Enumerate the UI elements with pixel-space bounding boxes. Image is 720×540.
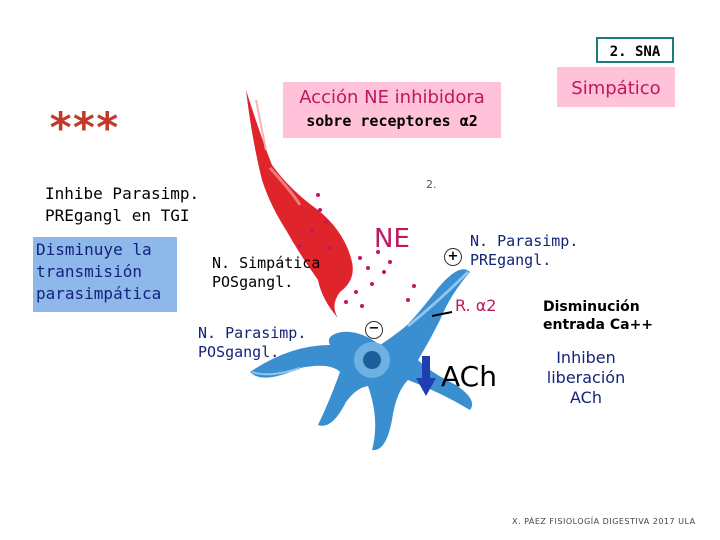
plus-symbol: + — [444, 248, 462, 266]
action-subtitle: sobre receptores α2 — [306, 112, 478, 130]
transmission-line-1: Disminuye la — [36, 240, 152, 259]
label-parasympathetic-preganglionic: N. Parasimp. PREgangl. — [470, 232, 578, 270]
inhibe-line-2: PREgangl en TGI — [45, 206, 190, 225]
calcium-decrease-text: Disminución entrada Ca++ — [543, 298, 653, 334]
ach-label: ACh — [441, 360, 497, 393]
action-title: Acción NE inhibidora — [299, 87, 485, 108]
transmission-line-2: transmisión — [36, 262, 142, 281]
label-para-pos-line-1: N. Parasimp. — [198, 324, 307, 342]
calcium-line-1: Disminución — [543, 299, 640, 315]
inhibe-text: Inhibe Parasimp. PREgangl en TGI — [45, 183, 199, 227]
label-simp-line-1: N. Simpática — [212, 254, 321, 272]
sympathetic-neuron — [246, 90, 353, 318]
label-para-pos-line-2: POSgangl. — [198, 343, 280, 361]
inhibit-release-text: Inhiben liberación ACh — [540, 348, 632, 408]
sympathetic-box: Simpático — [556, 66, 676, 108]
label-sympathetic-postganglionic: N. Simpática POSgangl. — [212, 254, 320, 292]
label-parasympathetic-postganglionic: N. Parasimp. POSgangl. — [198, 324, 306, 362]
ne-label: NE — [374, 224, 410, 254]
footer-credit: X. PÁEZ FISIOLOGÍA DIGESTIVA 2017 ULA — [512, 517, 696, 526]
label-para-pre-line-1: N. Parasimp. — [470, 232, 579, 250]
ne-vesicles — [298, 193, 392, 308]
inhibit-line-2: liberación — [546, 368, 626, 387]
calcium-line-2: entrada Ca++ — [543, 317, 654, 333]
label-para-pre-line-2: PREgangl. — [470, 251, 552, 269]
action-box: Acción NE inhibidora sobre receptores α2 — [283, 82, 501, 138]
receptor-label: R. α2 — [455, 296, 497, 315]
stars-mark: *** — [48, 103, 120, 152]
transmission-box: Disminuye la transmisión parasimpática — [33, 237, 177, 312]
inhibe-line-1: Inhibe Parasimp. — [45, 184, 200, 203]
parasympathetic-neuron — [250, 269, 473, 451]
label-simp-line-2: POSgangl. — [212, 273, 294, 291]
decrease-arrow — [416, 356, 436, 396]
minus-symbol: − — [365, 321, 383, 339]
inhibit-line-1: Inhiben — [556, 348, 616, 367]
inhibit-line-3: ACh — [570, 388, 602, 407]
transmission-line-3: parasimpática — [36, 284, 162, 303]
section-tag: 2. SNA — [596, 37, 674, 63]
figure-number: 2. — [426, 178, 437, 191]
